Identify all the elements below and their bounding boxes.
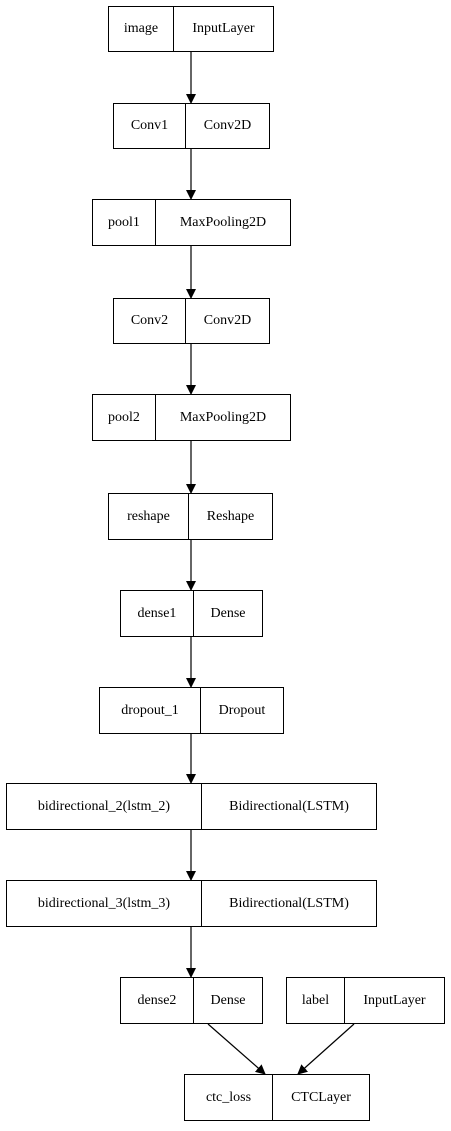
node-conv2: Conv2 Conv2D	[113, 298, 270, 344]
node-dense2: dense2 Dense	[120, 977, 263, 1024]
layer-name: pool2	[93, 395, 156, 440]
node-dropout-1: dropout_1 Dropout	[99, 687, 284, 734]
layer-name: reshape	[109, 494, 189, 539]
node-label: label InputLayer	[286, 977, 445, 1024]
node-reshape: reshape Reshape	[108, 493, 273, 540]
layer-type: MaxPooling2D	[179, 214, 267, 230]
layer-name: label	[287, 978, 345, 1023]
layer-type: Conv2D	[203, 313, 252, 328]
layer-type: Conv2D	[203, 118, 252, 133]
layer-name: dropout_1	[100, 688, 201, 733]
layer-type: MaxPooling2D	[179, 409, 267, 425]
node-pool1: pool1 MaxPooling2D	[92, 199, 291, 246]
node-image: image InputLayer	[108, 6, 274, 52]
layer-type: InputLayer	[363, 992, 426, 1008]
layer-name: pool1	[93, 200, 156, 245]
layer-name: Conv1	[114, 104, 186, 148]
layer-type: Bidirectional(LSTM)	[229, 798, 349, 814]
layer-type: Bidirectional(LSTM)	[229, 895, 349, 911]
layer-name: bidirectional_2(lstm_2)	[7, 784, 202, 829]
layer-type: Dense	[210, 992, 246, 1008]
node-ctc-loss: ctc_loss CTCLayer	[184, 1074, 370, 1121]
node-bidirectional-3: bidirectional_3(lstm_3) Bidirectional(LST…	[6, 880, 377, 927]
layer-name: dense1	[121, 591, 194, 636]
node-pool2: pool2 MaxPooling2D	[92, 394, 291, 441]
edge-dense2-to-ctc-loss	[207, 1023, 266, 1075]
layer-type: Dropout	[218, 702, 266, 718]
layer-type: Reshape	[206, 508, 255, 524]
layer-type: CTCLayer	[291, 1089, 351, 1105]
edge-label-to-ctc-loss	[297, 1023, 355, 1075]
node-conv1: Conv1 Conv2D	[113, 103, 270, 149]
layer-name: bidirectional_3(lstm_3)	[7, 881, 202, 926]
layer-type: Dense	[210, 605, 246, 621]
layer-type: InputLayer	[192, 21, 255, 36]
layer-name: Conv2	[114, 299, 186, 343]
layer-name: image	[109, 7, 174, 51]
node-bidirectional-2: bidirectional_2(lstm_2) Bidirectional(LST…	[6, 783, 377, 830]
node-dense1: dense1 Dense	[120, 590, 263, 637]
layer-name: dense2	[121, 978, 194, 1023]
layer-name: ctc_loss	[185, 1075, 273, 1120]
